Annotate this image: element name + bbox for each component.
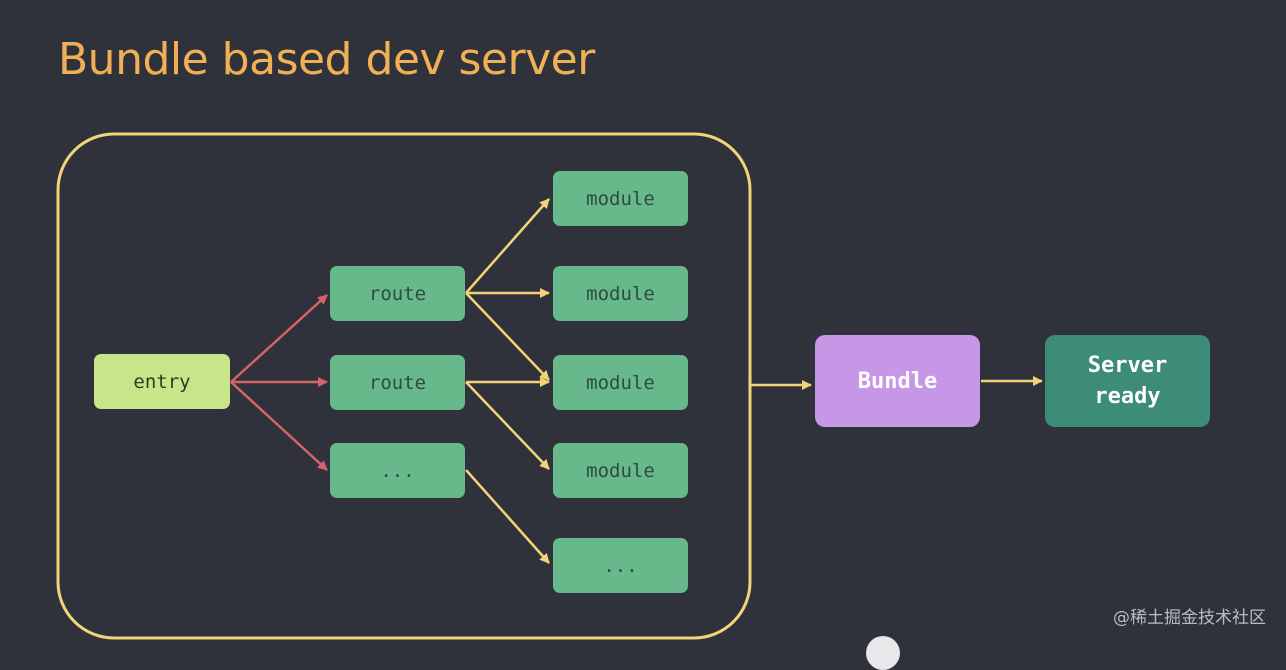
- module-node-5-label: ...: [603, 554, 638, 577]
- module-node-3: module: [553, 355, 688, 410]
- server-ready-label-line-2: ready: [1094, 384, 1161, 409]
- arrow-route1-module3: [465, 292, 550, 381]
- route-node-2: route: [330, 355, 465, 410]
- page-title: Bundle based dev server: [58, 34, 595, 85]
- arrow-route3-module5: [465, 469, 550, 564]
- module-node-3-label: module: [586, 371, 655, 394]
- diagram-connectors: [56, 132, 1043, 640]
- module-node-4-label: module: [586, 459, 655, 482]
- module-node-2: module: [553, 266, 688, 321]
- route-node-3: ...: [330, 443, 465, 498]
- arrow-route2-module4: [465, 381, 550, 470]
- bundle-node: Bundle: [815, 335, 980, 427]
- bundle-container: [56, 132, 752, 640]
- module-node-1: module: [553, 171, 688, 226]
- module-node-2-label: module: [586, 282, 655, 305]
- route-node-1: route: [330, 266, 465, 321]
- route-node-2-label: route: [368, 371, 427, 394]
- cursor-dot: [866, 636, 900, 670]
- bundle-node-label: Bundle: [857, 368, 938, 394]
- watermark: @稀土掘金技术社区: [1113, 608, 1266, 628]
- route-node-3-label: ...: [380, 459, 415, 482]
- server-ready-node: Server ready: [1045, 335, 1210, 427]
- arrow-entry-route-3: [230, 381, 328, 471]
- entry-node-label: entry: [133, 370, 191, 393]
- arrow-route1-module1: [465, 198, 550, 294]
- module-node-1-label: module: [586, 187, 655, 210]
- route-node-1-label: route: [368, 282, 427, 305]
- module-node-4: module: [553, 443, 688, 498]
- server-ready-label-line-1: Server: [1087, 353, 1168, 378]
- entry-node: entry: [94, 354, 230, 409]
- module-node-5: ...: [553, 538, 688, 593]
- arrow-entry-route-1: [230, 294, 328, 383]
